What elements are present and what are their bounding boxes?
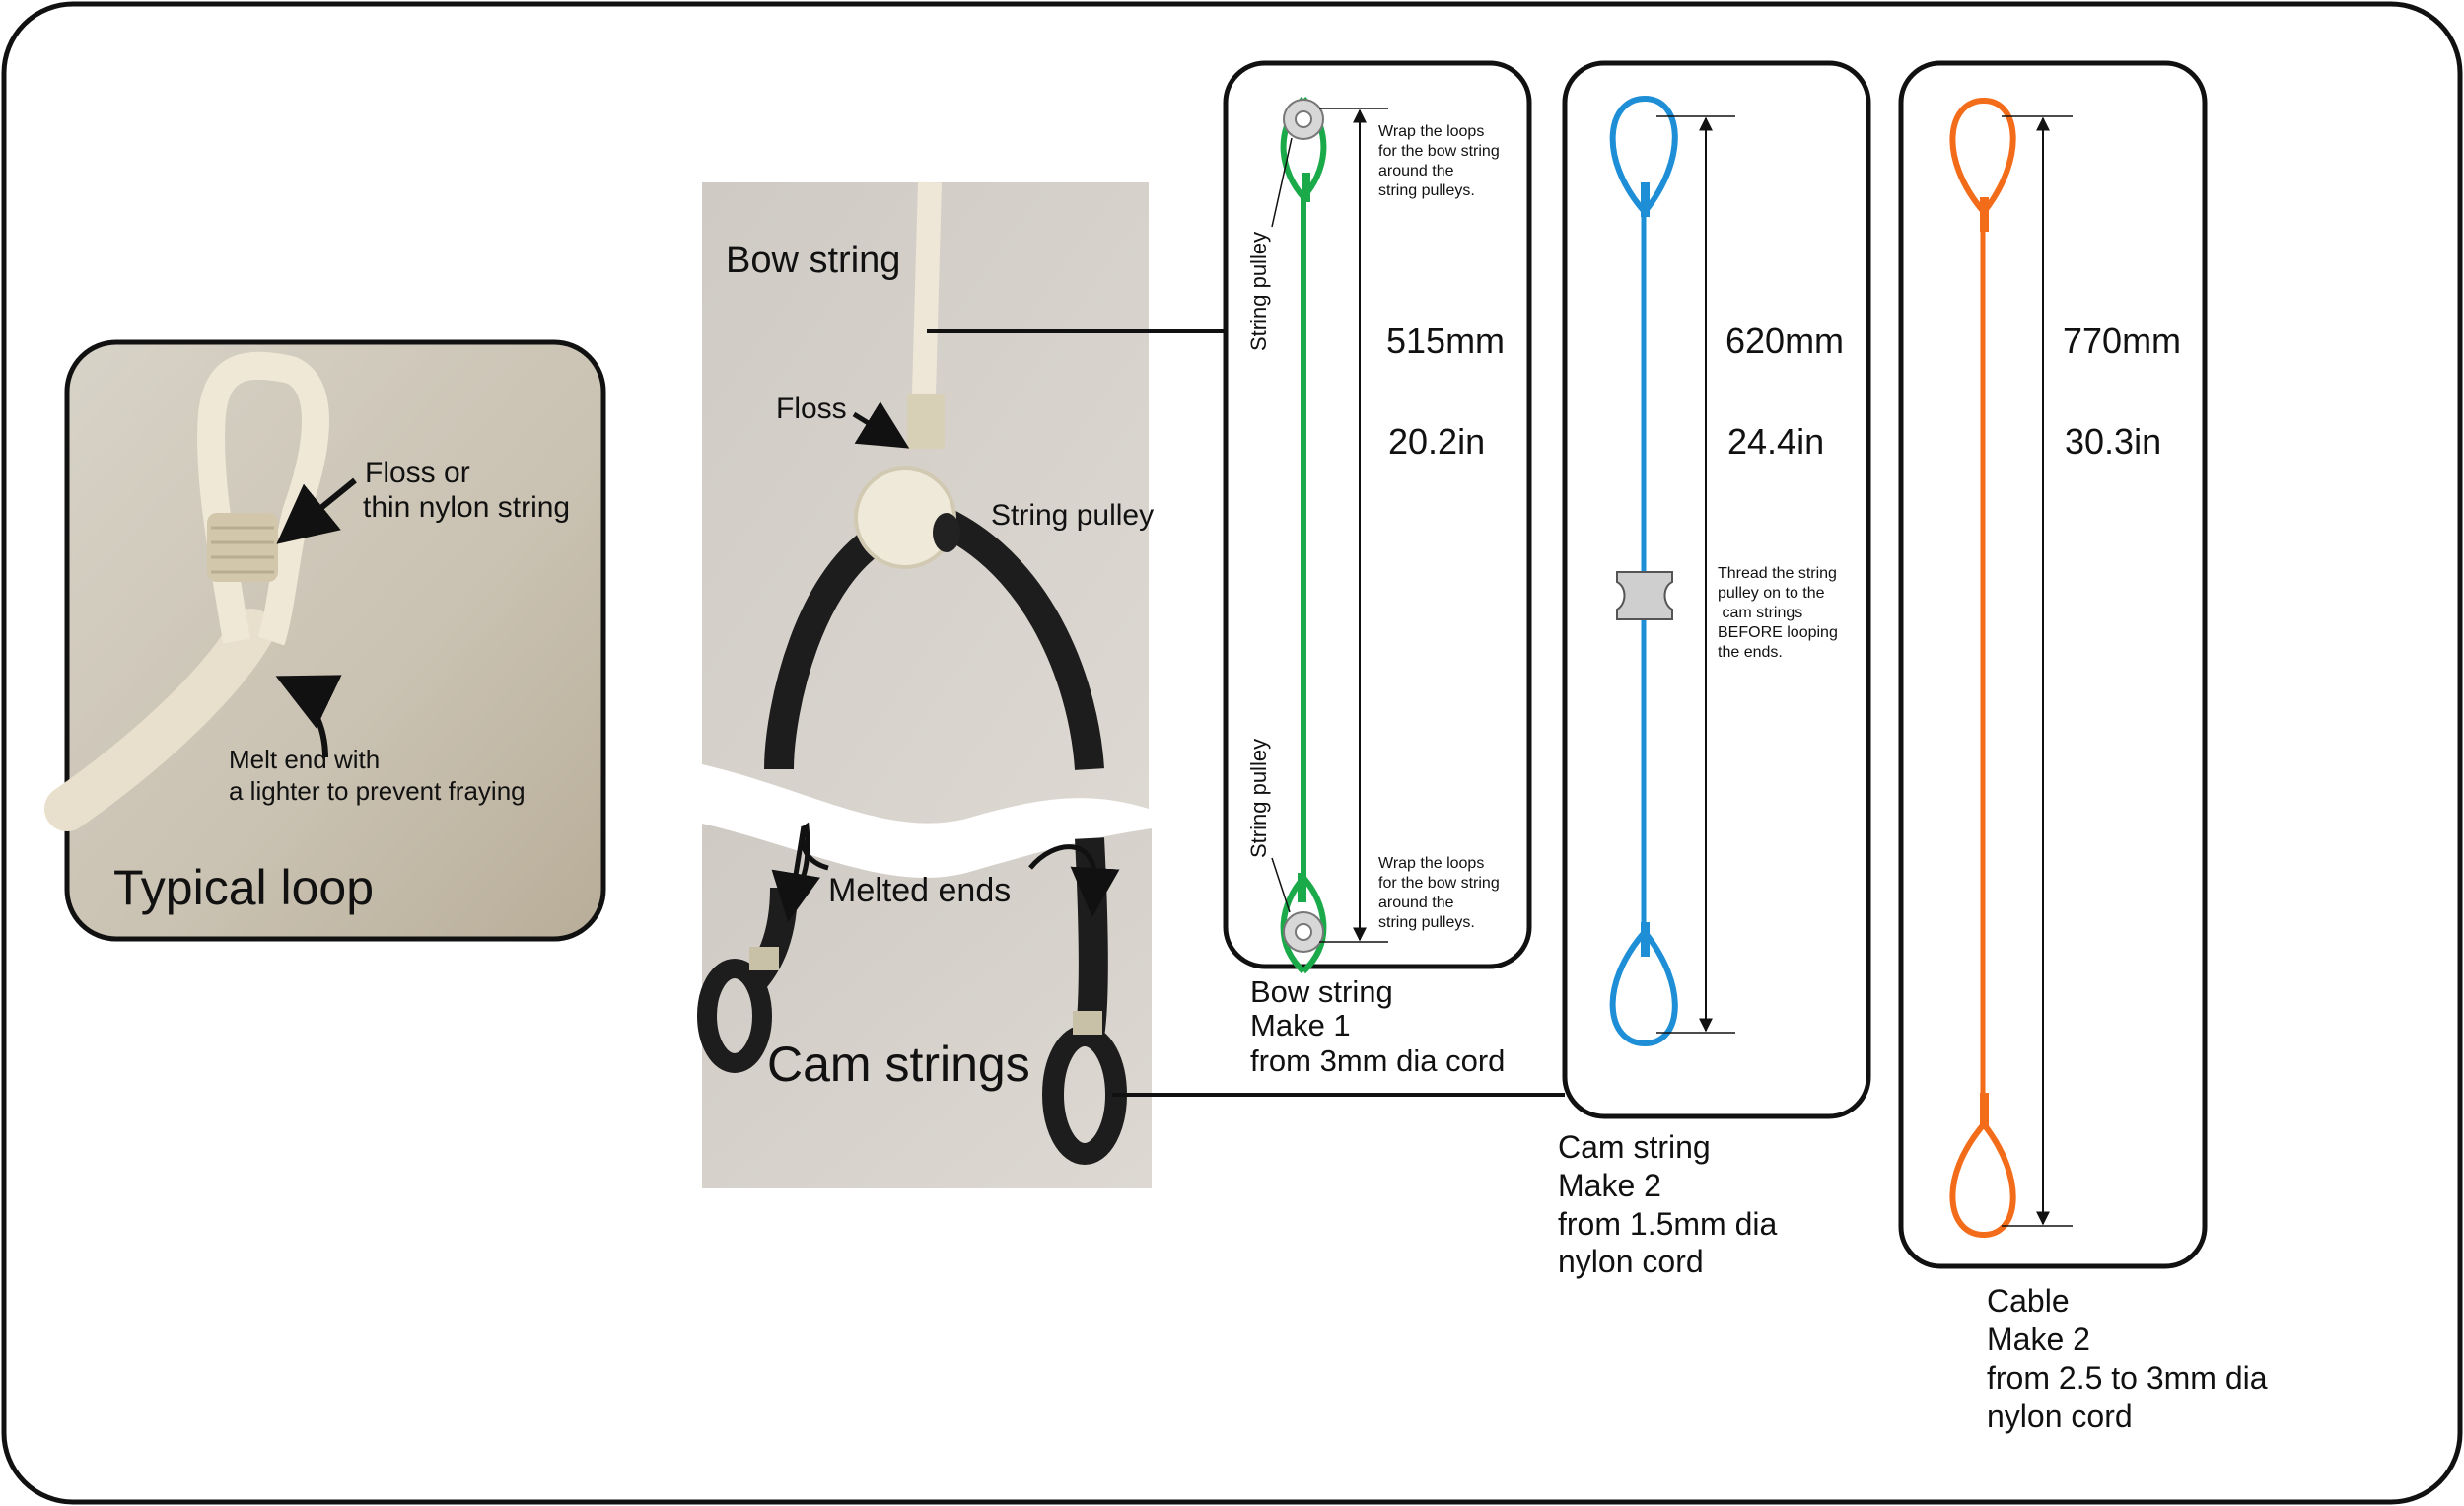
melted-ends-label: Melted ends xyxy=(828,872,1011,909)
cable-caption-2: Make 2 xyxy=(1987,1322,2090,1357)
cam-note-4: BEFORE looping xyxy=(1718,624,1838,641)
cam-string-panel: 620mm 24.4in Thread the string pulley on… xyxy=(1558,63,1868,1279)
cam-note-5: the ends. xyxy=(1718,644,1783,661)
cam-length-in: 24.4in xyxy=(1727,421,1824,462)
note-top-2: for the bow string xyxy=(1378,143,1500,160)
note-bottom-4: string pulleys. xyxy=(1378,914,1475,931)
cable-caption-1: Cable xyxy=(1987,1283,2070,1319)
bow-string-panel: 515mm 20.2in String pulley String pulley… xyxy=(1226,63,1529,1078)
note-bottom-3: around the xyxy=(1378,895,1454,911)
typical-loop-title: Typical loop xyxy=(113,860,374,915)
bow-caption-1: Bow string xyxy=(1250,974,1393,1009)
floss-label: Floss xyxy=(776,393,847,425)
typical-loop-panel: Floss or thin nylon string Melt end with… xyxy=(67,342,603,939)
cam-caption-2: Make 2 xyxy=(1558,1168,1661,1203)
cable-length-in: 30.3in xyxy=(2065,421,2161,462)
cable-caption-4: nylon cord xyxy=(1987,1398,2133,1434)
cable-caption-3: from 2.5 to 3mm dia xyxy=(1987,1360,2268,1396)
bow-caption-2: Make 1 xyxy=(1250,1008,1351,1042)
note-top-4: string pulleys. xyxy=(1378,182,1475,199)
bow-string-label: Bow string xyxy=(726,240,900,281)
note-bottom-2: for the bow string xyxy=(1378,875,1500,892)
pulley-label-top: String pulley xyxy=(1246,232,1271,351)
bow-length-in: 20.2in xyxy=(1388,421,1485,462)
cable-length-mm: 770mm xyxy=(2063,321,2181,361)
string-pulley-label: String pulley xyxy=(991,499,1154,532)
cam-note-3: cam strings xyxy=(1718,605,1802,621)
pulley-label-bottom: String pulley xyxy=(1246,739,1271,858)
cam-caption-3: from 1.5mm dia xyxy=(1558,1206,1777,1242)
note-top-3: around the xyxy=(1378,163,1454,179)
typical-loop-photo xyxy=(67,342,603,939)
note-top-1: Wrap the loops xyxy=(1378,123,1484,140)
cam-caption-4: nylon cord xyxy=(1558,1244,1704,1279)
bow-length-mm: 515mm xyxy=(1386,321,1505,361)
cam-strings-label: Cam strings xyxy=(767,1037,1030,1092)
note-bottom-1: Wrap the loops xyxy=(1378,855,1484,872)
bow-string-rope xyxy=(924,182,930,394)
floss-wrap xyxy=(907,394,945,449)
floss-label-2: thin nylon string xyxy=(363,491,570,524)
cam-note-1: Thread the string xyxy=(1718,565,1837,582)
cam-pulley-spool xyxy=(1617,572,1672,619)
floss-label-1: Floss or xyxy=(365,457,470,489)
bow-caption-3: from 3mm dia cord xyxy=(1250,1043,1505,1078)
melt-label-1: Melt end with xyxy=(229,745,380,774)
cam-caption-1: Cam string xyxy=(1558,1129,1711,1165)
cam-note-2: pulley on to the xyxy=(1718,585,1825,602)
cam-length-mm: 620mm xyxy=(1725,321,1844,361)
melt-label-2: a lighter to prevent fraying xyxy=(229,776,526,806)
